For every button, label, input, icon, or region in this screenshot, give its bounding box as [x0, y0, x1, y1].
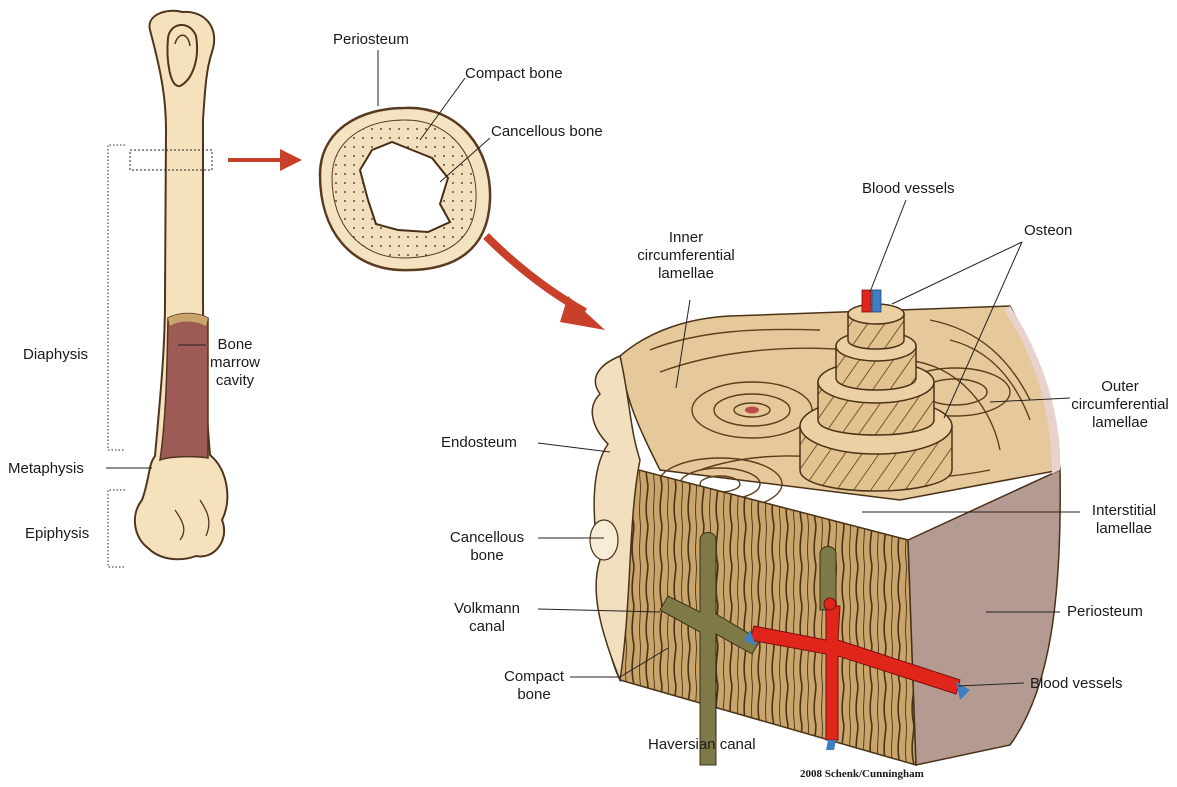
marrow-cavity — [160, 314, 208, 461]
label-compact-bone-top: Compact bone — [465, 65, 563, 83]
label-haversian-canal: Haversian canal — [648, 736, 756, 754]
label-inner-circumferential: Inner circumferential lamellae — [637, 229, 735, 283]
copyright-credit: 2008 Schenk/Cunningham — [800, 768, 924, 780]
periosteum-face — [908, 470, 1060, 765]
bone-block — [590, 290, 1060, 765]
label-epiphysis: Epiphysis — [25, 525, 89, 543]
label-periosteum-right: Periosteum — [1067, 603, 1143, 621]
label-diaphysis: Diaphysis — [23, 346, 88, 364]
label-periosteum-top: Periosteum — [333, 31, 409, 49]
label-cancellous-bone-left: Cancellous bone — [450, 529, 524, 565]
bone-shaft — [135, 11, 227, 559]
label-osteon: Osteon — [1024, 222, 1072, 240]
label-blood-vessels-top: Blood vessels — [862, 180, 955, 198]
cross-section — [320, 108, 490, 270]
label-outer-circumferential: Outer circumferential lamellae — [1071, 378, 1169, 432]
region-brackets — [108, 145, 125, 567]
label-interstitial: Interstitial lamellae — [1092, 502, 1156, 538]
label-cancellous-bone-top: Cancellous bone — [491, 123, 603, 141]
label-endosteum: Endosteum — [441, 434, 517, 452]
label-metaphysis: Metaphysis — [8, 460, 84, 478]
label-volkmann: Volkmann canal — [454, 600, 520, 636]
long-bone — [130, 11, 227, 559]
label-bone-marrow-cavity: Bone marrow cavity — [210, 336, 260, 390]
front-face — [601, 462, 916, 765]
label-blood-vessels-bottom: Blood vessels — [1030, 675, 1123, 693]
label-compact-bone-bottom: Compact bone — [504, 668, 564, 704]
